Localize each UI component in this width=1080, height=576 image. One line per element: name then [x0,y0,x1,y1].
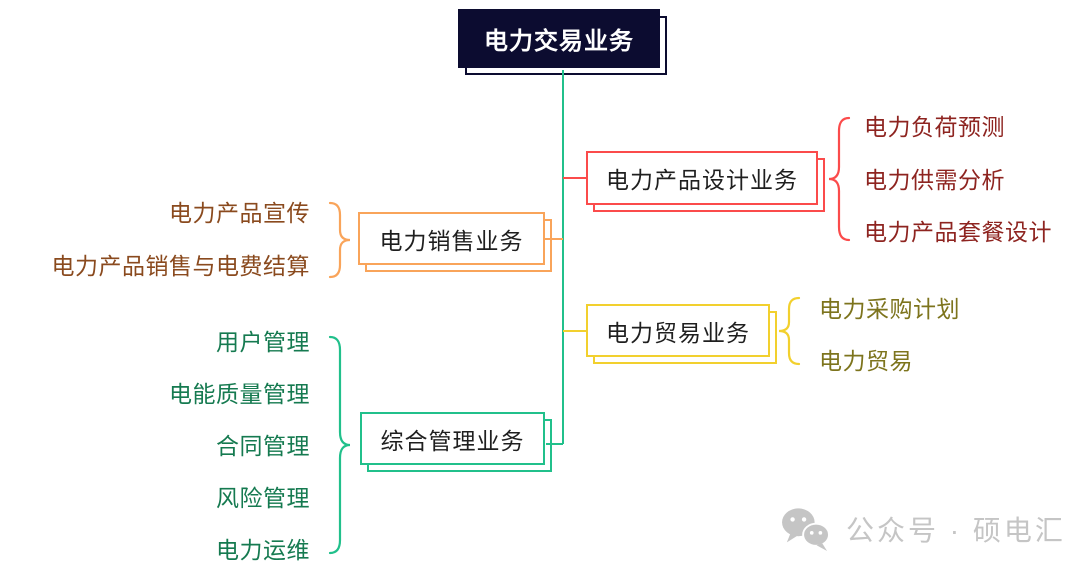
leaf-contract-management[interactable]: 合同管理 [216,433,310,459]
connector-design [563,177,586,179]
node-product-design-label: 电力产品设计业务 [606,167,798,193]
leaf-sales-settlement[interactable]: 电力产品销售与电费结算 [51,253,310,279]
connector-sales [544,238,563,240]
wechat-icon [782,508,830,552]
leaf-package-design[interactable]: 电力产品套餐设计 [864,219,1052,245]
watermark: 公众号 · 硕电汇 [778,506,1066,552]
brace-product-design [828,116,851,242]
leaf-supply-demand[interactable]: 电力供需分析 [864,167,1005,193]
leaf-user-management[interactable]: 用户管理 [216,329,310,355]
connector-trade [563,330,586,332]
node-trade-label: 电力贸易业务 [606,319,750,346]
brace-management [328,335,351,555]
node-sales[interactable]: 电力销售业务 [358,212,552,272]
connector-management [546,443,563,445]
trunk-line [562,70,564,444]
brace-sales [328,201,351,279]
leaf-quality-management[interactable]: 电能质量管理 [169,381,310,407]
node-management-label: 综合管理业务 [380,427,525,454]
leaf-risk-management[interactable]: 风险管理 [216,485,310,511]
leaf-procurement-plan[interactable]: 电力采购计划 [819,296,960,322]
brace-trade [778,296,801,366]
node-trade[interactable]: 电力贸易业务 [586,304,777,364]
leaf-product-promotion[interactable]: 电力产品宣传 [169,200,310,226]
watermark-text: 公众号 · 硕电汇 [846,515,1066,546]
node-root-label: 电力交易业务 [484,28,634,55]
node-product-design[interactable]: 电力产品设计业务 [586,151,825,212]
leaf-load-forecast[interactable]: 电力负荷预测 [864,114,1005,140]
node-management[interactable]: 综合管理业务 [360,412,552,472]
node-sales-label: 电力销售业务 [379,227,524,254]
node-root[interactable]: 电力交易业务 [458,9,667,75]
leaf-power-operation[interactable]: 电力运维 [216,537,310,563]
leaf-power-trade[interactable]: 电力贸易 [819,348,913,374]
